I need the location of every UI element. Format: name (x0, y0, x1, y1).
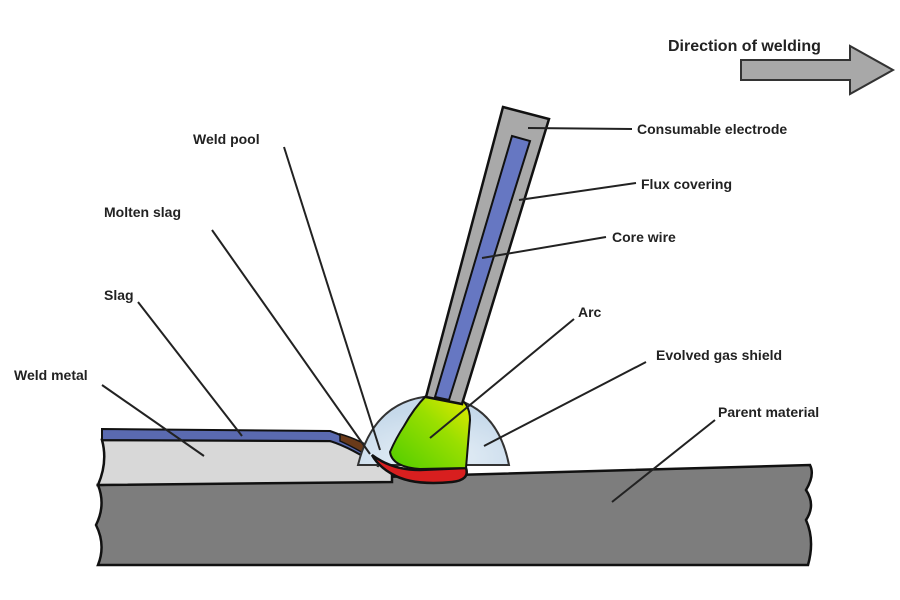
label-core-wire: Core wire (612, 229, 676, 245)
label-weld-pool: Weld pool (193, 131, 260, 147)
leader-line (483, 361, 647, 447)
label-evolved-gas-shield: Evolved gas shield (656, 347, 782, 363)
label-arc: Arc (578, 304, 602, 320)
leader-line (429, 318, 575, 439)
direction-label: Direction of welding (668, 38, 821, 55)
leader-line (101, 384, 205, 457)
leader-line (211, 229, 371, 455)
label-flux-covering: Flux covering (641, 176, 732, 192)
label-consumable-electrode: Consumable electrode (637, 121, 787, 137)
label-weld-metal: Weld metal (14, 367, 88, 383)
label-parent-material: Parent material (718, 404, 819, 420)
core-wire (433, 134, 532, 402)
leader-line (611, 419, 716, 503)
leader-line (137, 301, 243, 437)
parent-material (94, 463, 814, 567)
arc (388, 395, 472, 471)
label-slag: Slag (104, 287, 134, 303)
label-molten-slag: Molten slag (104, 204, 181, 220)
leader-line (518, 182, 637, 201)
leader-line (527, 127, 633, 130)
leader-line (283, 146, 381, 451)
direction-arrow-icon (740, 44, 896, 96)
weld-pool (370, 453, 468, 485)
leader-line (481, 236, 607, 259)
